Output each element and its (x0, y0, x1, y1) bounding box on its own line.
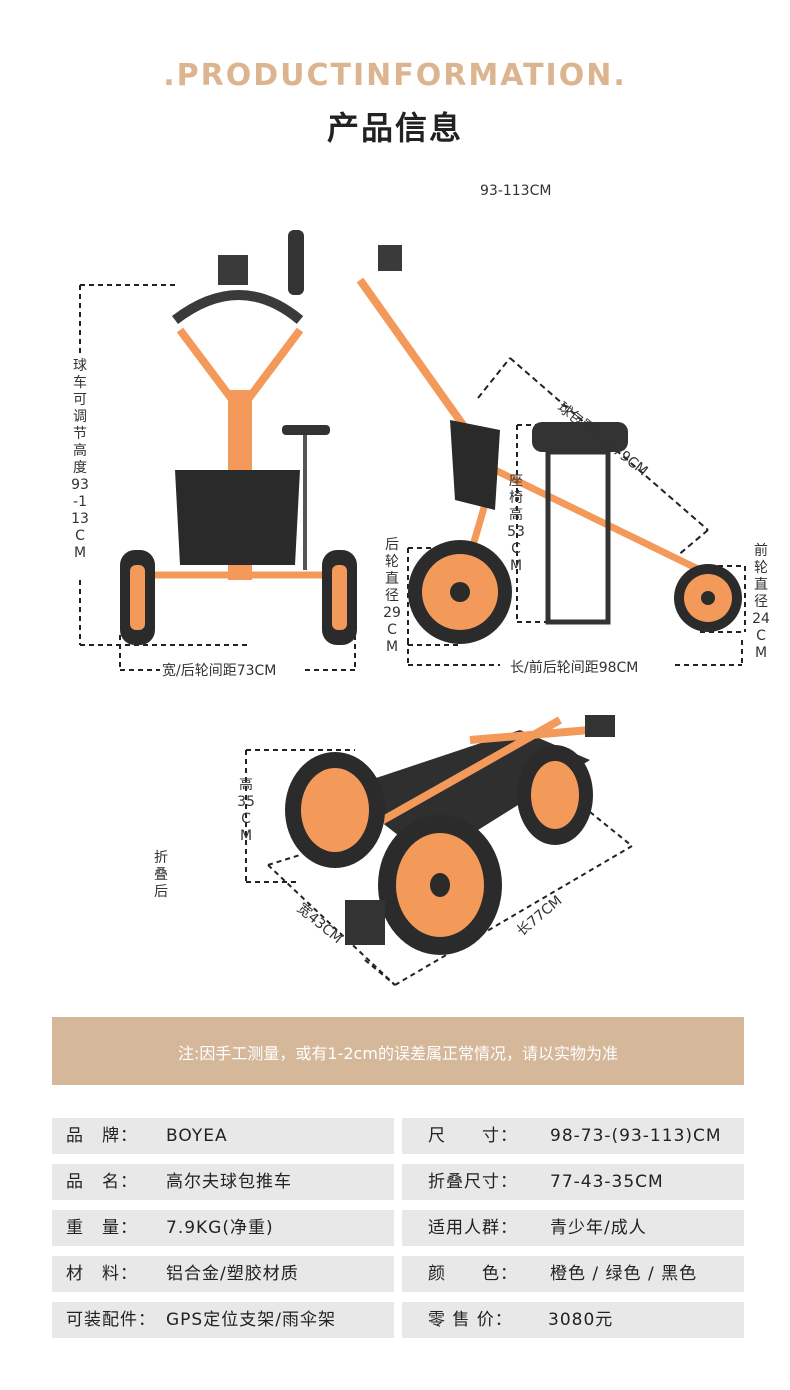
spec-row-name: 品 名： 高尔夫球包推车 (52, 1164, 394, 1200)
spec-value: 铝合金/塑胶材质 (166, 1264, 299, 1284)
measurement-note-banner: 注:因手工测量，或有1-2cm的误差属正常情况，请以实物为准 (52, 1017, 744, 1085)
front-wheel-label: 前轮直径24CM (752, 543, 770, 661)
front-view-cart (79, 230, 357, 671)
product-illustrations (79, 230, 746, 986)
spec-value: 3080元 (548, 1310, 614, 1330)
spec-value: 7.9KG(净重) (166, 1218, 274, 1238)
measurement-note-text: 注:因手工测量，或有1-2cm的误差属正常情况，请以实物为准 (178, 1044, 618, 1063)
rear-wheel-label: 后轮直径29CM (383, 537, 401, 655)
spec-row-price: 零 售 价： 3080元 (402, 1302, 744, 1338)
spec-row-size: 尺 寸： 98-73-(93-113)CM (402, 1118, 744, 1154)
length-label: 长/前后轮间距98CM (510, 660, 639, 676)
seat-height-label: 座椅高53CM (507, 473, 525, 574)
spec-row-color: 颜 色： 橙色 / 绿色 / 黑色 (402, 1256, 744, 1292)
spec-row-audience: 适用人群： 青少年/成人 (402, 1210, 744, 1246)
folded-label: 折叠后 (154, 850, 168, 900)
spec-label: 尺 寸： (428, 1126, 518, 1146)
spec-row-accessories: 可装配件： GPS定位支架/雨伞架 (52, 1302, 394, 1338)
spec-value: 橙色 / 绿色 / 黑色 (550, 1264, 698, 1284)
folded-height-label: 高35CM (237, 777, 255, 844)
heading-chinese: 产品信息 (326, 109, 463, 147)
spec-label: 品 名： (66, 1172, 138, 1192)
spec-label: 可装配件： (66, 1310, 156, 1330)
spec-label: 颜 色： (428, 1264, 518, 1284)
height-range-label: 93-113CM (480, 183, 552, 199)
spec-label: 品 牌： (66, 1126, 138, 1146)
spec-row-weight: 重 量： 7.9KG(净重) (52, 1210, 394, 1246)
spec-label: 重 量： (66, 1218, 138, 1238)
spec-value: 高尔夫球包推车 (166, 1172, 292, 1192)
spec-value: GPS定位支架/雨伞架 (166, 1310, 336, 1330)
spec-label: 适用人群： (428, 1218, 518, 1238)
spec-label: 折叠尺寸： (428, 1172, 518, 1192)
side-view-cart (356, 245, 746, 666)
spec-value: 青少年/成人 (550, 1218, 647, 1238)
spec-value: BOYEA (166, 1126, 228, 1146)
spec-label: 材 料： (66, 1264, 138, 1284)
rear-width-label: 宽/后轮间距73CM (162, 663, 277, 679)
spec-row-material: 材 料： 铝合金/塑胶材质 (52, 1256, 394, 1292)
folded-cart (245, 715, 633, 986)
adjustable-height-label: 球车可调节高度93-113CM (71, 358, 89, 561)
spec-value: 98-73-(93-113)CM (550, 1126, 722, 1146)
spec-label: 零 售 价： (428, 1310, 513, 1330)
spec-value: 77-43-35CM (550, 1172, 664, 1192)
spec-row-brand: 品 牌： BOYEA (52, 1118, 394, 1154)
spec-row-folded-size: 折叠尺寸： 77-43-35CM (402, 1164, 744, 1200)
heading-english: .PRODUCTINFORMATION. (163, 58, 627, 93)
